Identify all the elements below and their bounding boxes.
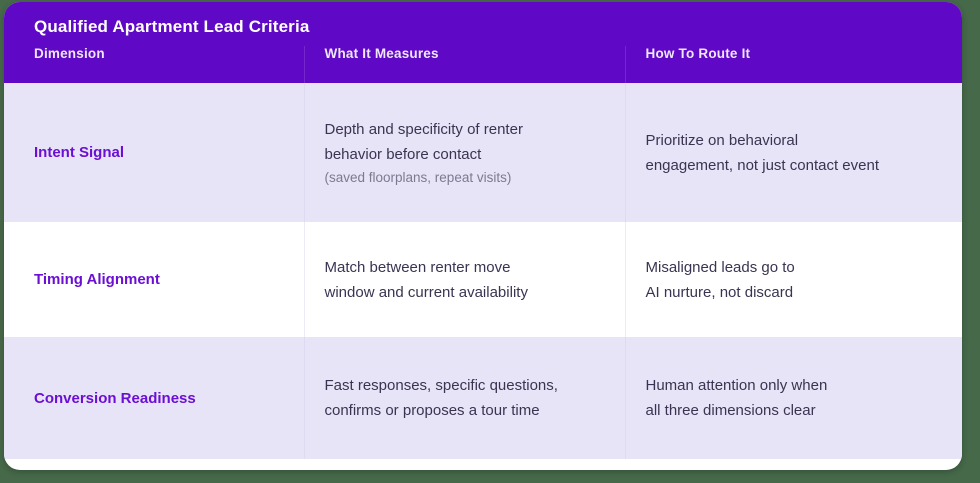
table-title-cell: Qualified Apartment Lead Criteria [4, 2, 962, 46]
row-dimension-label: Conversion Readiness [34, 389, 196, 407]
table-row: Timing Alignment Match between renter mo… [4, 222, 962, 337]
route-line-1: Misaligned leads go to [645, 258, 795, 276]
measures-line-2: confirms or proposes a tour time [324, 402, 540, 419]
measures-line-2: behavior before contact [324, 145, 482, 163]
route-line-2: all three dimensions clear [645, 402, 816, 419]
row-what-it-measures: Match between renter move window and cur… [303, 222, 625, 337]
row-what-it-measures: Depth and specificity of renter behavior… [303, 83, 625, 222]
route-line-2: AI nurture, not discard [645, 283, 794, 301]
measures-line-1: Depth and specificity of renter [324, 120, 523, 138]
row-how-to-route-it: Prioritize on behavioral engagement, not… [624, 83, 962, 222]
row-how-to-route-it: Misaligned leads go to AI nurture, not d… [624, 222, 962, 337]
row-dimension-label: Intent Signal [34, 144, 124, 161]
row-how-to-route-it: Human attention only when all three dime… [624, 337, 962, 459]
qualified-lead-criteria-table: Qualified Apartment Lead Criteria Dimens… [4, 2, 962, 459]
route-line-2: engagement, not just contact event [645, 156, 880, 174]
route-line-1: Prioritize on behavioral [645, 131, 799, 149]
column-header-how-to-route-it: How To Route It [624, 46, 962, 83]
table-row: Conversion Readiness Fast responses, spe… [4, 337, 962, 459]
column-header-dimension: Dimension [4, 46, 304, 83]
criteria-card: Qualified Apartment Lead Criteria Dimens… [4, 2, 962, 470]
measures-line-2: window and current availability [324, 283, 528, 301]
table-row: Intent Signal Depth and specificity of r… [4, 83, 962, 222]
column-header-row: Dimension What It Measures How To Route … [4, 46, 962, 83]
measures-note: (saved floorplans, repeat visits) [324, 169, 512, 185]
row-what-it-measures: Fast responses, specific questions, conf… [303, 337, 625, 459]
page-title: Qualified Apartment Lead Criteria [34, 17, 310, 36]
table-header: Qualified Apartment Lead Criteria Dimens… [4, 2, 962, 83]
table-title-row: Qualified Apartment Lead Criteria [4, 2, 962, 46]
row-dimension-label: Timing Alignment [34, 271, 160, 288]
route-line-1: Human attention only when [645, 377, 828, 394]
table-body: Intent Signal Depth and specificity of r… [4, 83, 962, 459]
measures-line-1: Match between renter move [324, 258, 511, 276]
measures-line-1: Fast responses, specific questions, [324, 377, 558, 394]
column-header-what-it-measures: What It Measures [303, 46, 625, 83]
